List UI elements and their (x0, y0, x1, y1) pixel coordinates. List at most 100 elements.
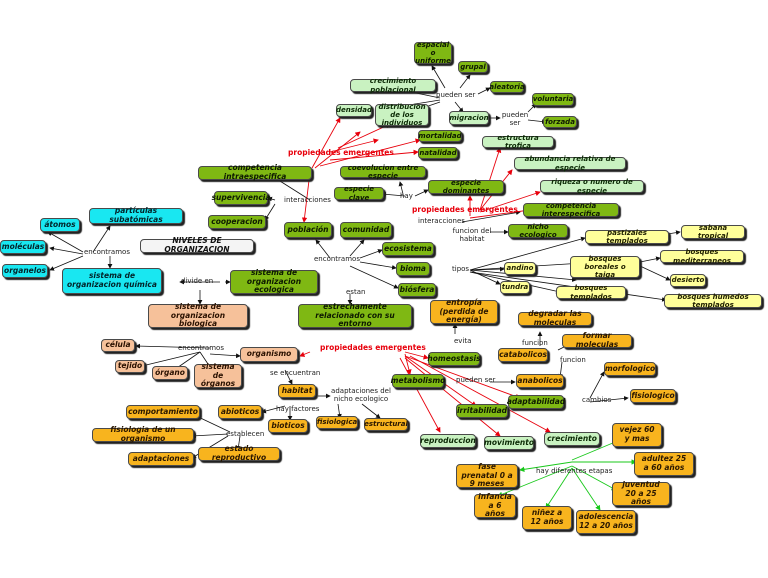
node-organo[interactable]: órgano (152, 366, 188, 380)
label-evita: evita (454, 337, 472, 345)
node-espacial[interactable]: espacial o uniforme (414, 40, 452, 66)
node-comportamiento[interactable]: comportamiento (126, 405, 200, 419)
node-migracion[interactable]: migracion (449, 111, 489, 125)
label-funcion-1: funcion (522, 339, 548, 347)
node-fase-prenatal[interactable]: fase prenatal 0 a 9 meses (456, 462, 518, 488)
node-especie-dominantes[interactable]: especie dominantes (428, 179, 504, 195)
label-hay-factores: hay factores (276, 405, 320, 413)
label-encontramos-1: encontramos (314, 255, 360, 263)
node-bosques-boreales[interactable]: bosques boreales o taiga (570, 255, 640, 279)
node-particulas[interactable]: partículas subatómicas (89, 207, 183, 224)
node-organismo[interactable]: organismo (240, 347, 298, 362)
label-tipos: tipos (452, 265, 470, 273)
node-sist-biologica[interactable]: sistema de organizacion biologica (148, 302, 248, 328)
node-juventud[interactable]: juventud 20 a 25 años (612, 480, 670, 506)
label-se-encuentran: se encuentran (270, 369, 321, 377)
node-nicho-ecologico[interactable]: nicho ecologico (508, 223, 568, 239)
label-funcion-2: funcion (560, 356, 586, 364)
node-abioticos[interactable]: abioticos (218, 405, 262, 419)
node-bioma[interactable]: bioma (396, 262, 430, 276)
node-andino[interactable]: andino (504, 262, 536, 275)
label-hay: hay (400, 192, 413, 200)
node-anabolicos[interactable]: anabolicos (516, 374, 564, 388)
node-ninez[interactable]: niñez a 12 años (522, 506, 572, 530)
label-propiedades-emergentes-3: propiedades emergentes (320, 343, 426, 352)
node-sabana[interactable]: sabana tropical (681, 224, 745, 240)
node-fisiologica[interactable]: fisiologica (316, 416, 358, 429)
node-sist-quimica[interactable]: sistema de organizacion química (62, 268, 162, 294)
node-celula[interactable]: célula (101, 339, 135, 352)
node-estructura-trofica[interactable]: estructura trofica (482, 134, 554, 150)
label-adaptaciones-nicho: adaptaciones del nicho ecologico (331, 387, 391, 403)
node-vejez[interactable]: vejez 60 y mas (612, 423, 662, 447)
node-voluntaria[interactable]: voluntaria (532, 93, 574, 106)
label-estan: estan (346, 288, 366, 296)
node-metabolismo[interactable]: metabolismo (391, 374, 445, 388)
node-biosfera[interactable]: biósfera (398, 283, 436, 297)
label-hay-diferentes-etapas: hay diferentes etapas (536, 467, 613, 475)
node-degradar[interactable]: degradar las moleculas (518, 310, 592, 327)
node-atomos[interactable]: átomos (40, 218, 80, 232)
node-morfologico[interactable]: morfologico (604, 362, 656, 376)
node-supervivencia[interactable]: supervivencia (212, 191, 270, 205)
node-habitat[interactable]: habitat (278, 384, 316, 398)
label-propiedades-emergentes-2: propiedades emergentes (412, 205, 518, 214)
node-densidad[interactable]: densidad (336, 104, 372, 117)
node-sist-ecologica[interactable]: sistema de organizacion ecologica (230, 268, 318, 294)
node-sist-organos[interactable]: sistema de órganos (194, 362, 242, 388)
node-movimiento[interactable]: movimiento (484, 436, 534, 450)
node-comunidad[interactable]: comunidad (340, 222, 392, 238)
node-poblacion[interactable]: población (284, 222, 332, 238)
node-competencia-inter[interactable]: competencia interespecifica (523, 202, 619, 218)
node-organelos[interactable]: organelos (2, 264, 48, 278)
node-adolescencia[interactable]: adolescencia 12 a 20 años (576, 510, 636, 534)
node-abundancia[interactable]: abundancia relativa de especie (514, 155, 626, 172)
node-estructural[interactable]: estructural (364, 418, 408, 431)
node-cooperacion[interactable]: cooperacion (208, 215, 266, 229)
node-riqueza[interactable]: riqueza o numero de especie (540, 178, 644, 195)
node-tundra[interactable]: tundra (500, 281, 530, 294)
node-competencia-intra[interactable]: competencia intraespecifica (198, 164, 312, 181)
node-reproduccion[interactable]: reproduccion (420, 434, 476, 448)
node-ecosistema[interactable]: ecosistema (382, 242, 434, 256)
node-pastizales[interactable]: pastizales templados (585, 229, 669, 245)
node-especie-clave[interactable]: especie clave (334, 185, 384, 202)
node-infancia[interactable]: infancia a 6 años (474, 492, 516, 518)
node-coevolucion[interactable]: coevolucion entre especie (340, 164, 426, 180)
node-estado-reproductivo[interactable]: estado reproductivo (198, 445, 280, 462)
node-tejido[interactable]: tejido (115, 360, 145, 373)
node-desierto[interactable]: desierto (670, 274, 706, 287)
label-propiedades-emergentes-1: propiedades emergentes (288, 148, 394, 157)
node-mortalidad[interactable]: mortalidad (418, 130, 462, 142)
node-irritabilidad[interactable]: irritabilidad (456, 404, 508, 418)
node-entropia[interactable]: entropía (perdida de energía) (430, 298, 498, 324)
node-forzada[interactable]: forzada (543, 116, 577, 128)
node-adultez[interactable]: adultez 25 a 60 años (634, 452, 694, 476)
node-moleculas[interactable]: moléculas (0, 240, 46, 254)
label-cambios: cambios (582, 396, 612, 404)
node-fisiologia-organismo[interactable]: fisiologia de un organismo (92, 426, 194, 443)
node-catabolicos[interactable]: catabolicos (498, 348, 548, 362)
node-grupal[interactable]: grupal (458, 61, 488, 73)
node-bosques-mediterraneos[interactable]: bosques mediterraneos (660, 248, 744, 265)
node-bosques-humedos[interactable]: bosques humedos templados (664, 293, 762, 309)
node-crecimiento[interactable]: crecimiento (544, 432, 600, 446)
label-funcion-habitat: funcion del habitat (452, 227, 492, 243)
node-estrechamente[interactable]: estrechamente relacionado con su entorno (298, 302, 412, 328)
label-establecen: establecen (226, 430, 265, 438)
node-distribucion[interactable]: distribucion de los individuos (375, 103, 429, 127)
label-pueden-ser-2: pueden ser (501, 111, 529, 127)
node-crecimiento-poblacional[interactable]: crecimiento poblacional (350, 77, 436, 94)
node-natalidad[interactable]: natalidad (418, 147, 458, 159)
node-homeostasis[interactable]: homeostasis (427, 352, 481, 366)
node-adaptabilidad[interactable]: adaptabilidad (507, 395, 565, 409)
node-bosques-templados[interactable]: bosques templados (556, 284, 626, 301)
node-adaptaciones[interactable]: adaptaciones (128, 452, 194, 466)
label-pueden-ser-1: pueden ser (436, 91, 476, 99)
node-formar[interactable]: formar moleculas (562, 332, 632, 349)
label-divide-en: divide en (181, 277, 214, 285)
node-aleatoria[interactable]: aleatoria (489, 81, 525, 93)
node-bioticos[interactable]: bioticos (268, 419, 308, 433)
label-encontramos-2: encontramos (84, 248, 130, 256)
node-fisiologico[interactable]: fisiologico (630, 389, 676, 403)
